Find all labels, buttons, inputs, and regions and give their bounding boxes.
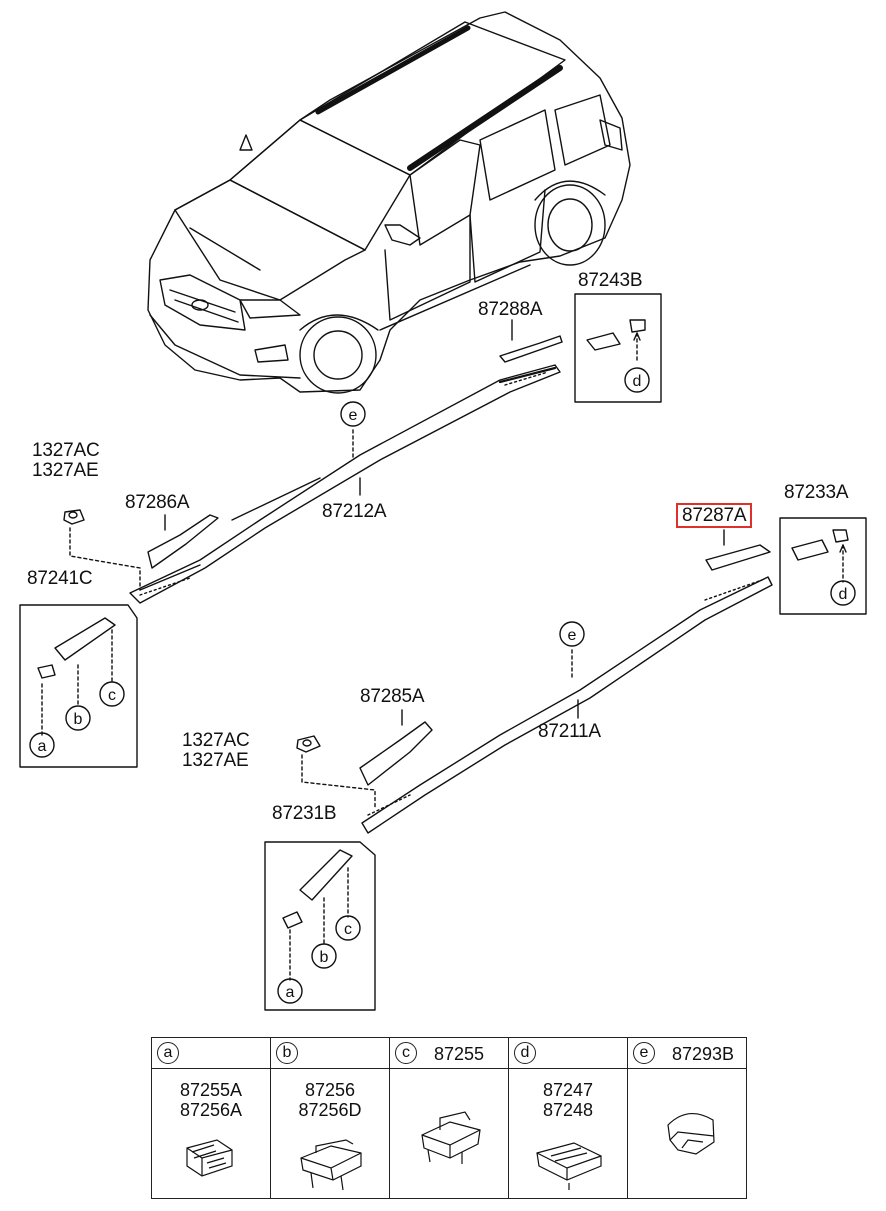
callout-b-upper — [65, 705, 91, 731]
callout-e-upper-text: e — [349, 407, 358, 424]
label-87287A-highlighted: 87287A — [676, 503, 753, 528]
label-87288A: 87288A — [478, 299, 543, 320]
clip-a-icon — [186, 1139, 233, 1177]
cap-e-icon — [667, 1113, 715, 1155]
box-87243B — [574, 293, 662, 403]
legend-part: 87248 — [542, 1100, 594, 1120]
callout-d-87243B — [624, 367, 650, 393]
legend-letter-c: c — [395, 1042, 417, 1064]
box-87231B — [264, 841, 376, 1011]
legend-header-part-e: 87293B — [672, 1044, 735, 1064]
label-87286A: 87286A — [125, 492, 190, 513]
label-fastener-bottom-1: 1327AC — [182, 730, 250, 751]
part-87287A — [705, 529, 771, 571]
legend-column-b: b 87256 87256D — [271, 1038, 390, 1198]
clip-c-icon — [421, 1111, 481, 1164]
legend-parts-d: 87247 87248 — [509, 1080, 627, 1120]
part-87285A — [359, 709, 433, 786]
legend-part: 87256A — [179, 1100, 243, 1120]
clip-d-icon — [536, 1142, 602, 1190]
box-87241C — [19, 604, 138, 768]
lower-roof-rail — [361, 576, 773, 834]
callout-d-87233A — [830, 580, 856, 606]
legend-header-d: d — [509, 1038, 627, 1069]
legend-column-c: c 87255 — [390, 1038, 509, 1198]
legend-header-c: c 87255 — [390, 1038, 508, 1069]
legend-table: a 87255A 87256A b 87256 87256D — [151, 1037, 747, 1199]
legend-letter-a: a — [157, 1042, 179, 1064]
callout-e-lower-text: e — [568, 627, 577, 644]
callout-e-lower — [559, 621, 585, 647]
callout-c-lower-text: c — [344, 921, 352, 938]
fastener-bottom — [296, 735, 376, 809]
callout-a-lower-text: a — [286, 984, 295, 1001]
label-87243B: 87243B — [578, 270, 643, 291]
callout-c-lower — [335, 915, 361, 941]
label-87231B: 87231B — [272, 803, 337, 824]
callout-d-87233A-text: d — [839, 586, 848, 603]
callout-a-upper-text: a — [38, 738, 47, 755]
callout-c-upper — [99, 681, 125, 707]
label-fastener-top-2: 1327AE — [32, 460, 99, 481]
label-fastener-bottom-2: 1327AE — [182, 750, 249, 771]
callout-e-upper — [340, 401, 366, 427]
legend-header-a: a — [152, 1038, 270, 1069]
label-87241C: 87241C — [27, 568, 93, 589]
legend-column-e: e 87293B — [628, 1038, 747, 1198]
legend-letter-e: e — [633, 1042, 655, 1064]
callout-c-upper-text: c — [108, 687, 116, 704]
callout-b-lower-text: b — [320, 949, 329, 966]
box-87233A — [779, 517, 867, 615]
label-87211A: 87211A — [538, 721, 601, 742]
callout-a-lower — [277, 978, 303, 1004]
upper-roof-rail — [129, 364, 561, 604]
callout-d-87243B-text: d — [633, 373, 642, 390]
legend-parts-b: 87256 87256D — [271, 1080, 389, 1120]
label-87233A: 87233A — [784, 482, 849, 503]
label-87212A: 87212A — [322, 501, 387, 522]
legend-part: 87256 — [304, 1080, 356, 1100]
part-87286A — [147, 514, 219, 569]
legend-header-e: e 87293B — [628, 1038, 747, 1069]
legend-parts-a: 87255A 87256A — [152, 1080, 270, 1120]
callout-b-upper-text: b — [74, 711, 83, 728]
fastener-top — [63, 509, 141, 591]
clip-b-icon — [300, 1139, 362, 1191]
legend-letter-b: b — [276, 1042, 298, 1064]
legend-column-a: a 87255A 87256A — [152, 1038, 271, 1198]
label-87285A: 87285A — [360, 686, 425, 707]
label-fastener-top-1: 1327AC — [32, 440, 100, 461]
legend-part: 87247 — [542, 1080, 594, 1100]
legend-letter-d: d — [514, 1042, 536, 1064]
legend-header-part-c: 87255 — [434, 1044, 485, 1064]
callout-a-upper — [29, 732, 55, 758]
legend-part: 87256D — [298, 1100, 362, 1120]
legend-column-d: d 87247 87248 — [509, 1038, 628, 1198]
vehicle-illustration — [147, 11, 631, 394]
part-87288A — [499, 319, 563, 363]
legend-header-b: b — [271, 1038, 389, 1069]
callout-b-lower — [311, 943, 337, 969]
legend-part: 87255A — [179, 1080, 243, 1100]
